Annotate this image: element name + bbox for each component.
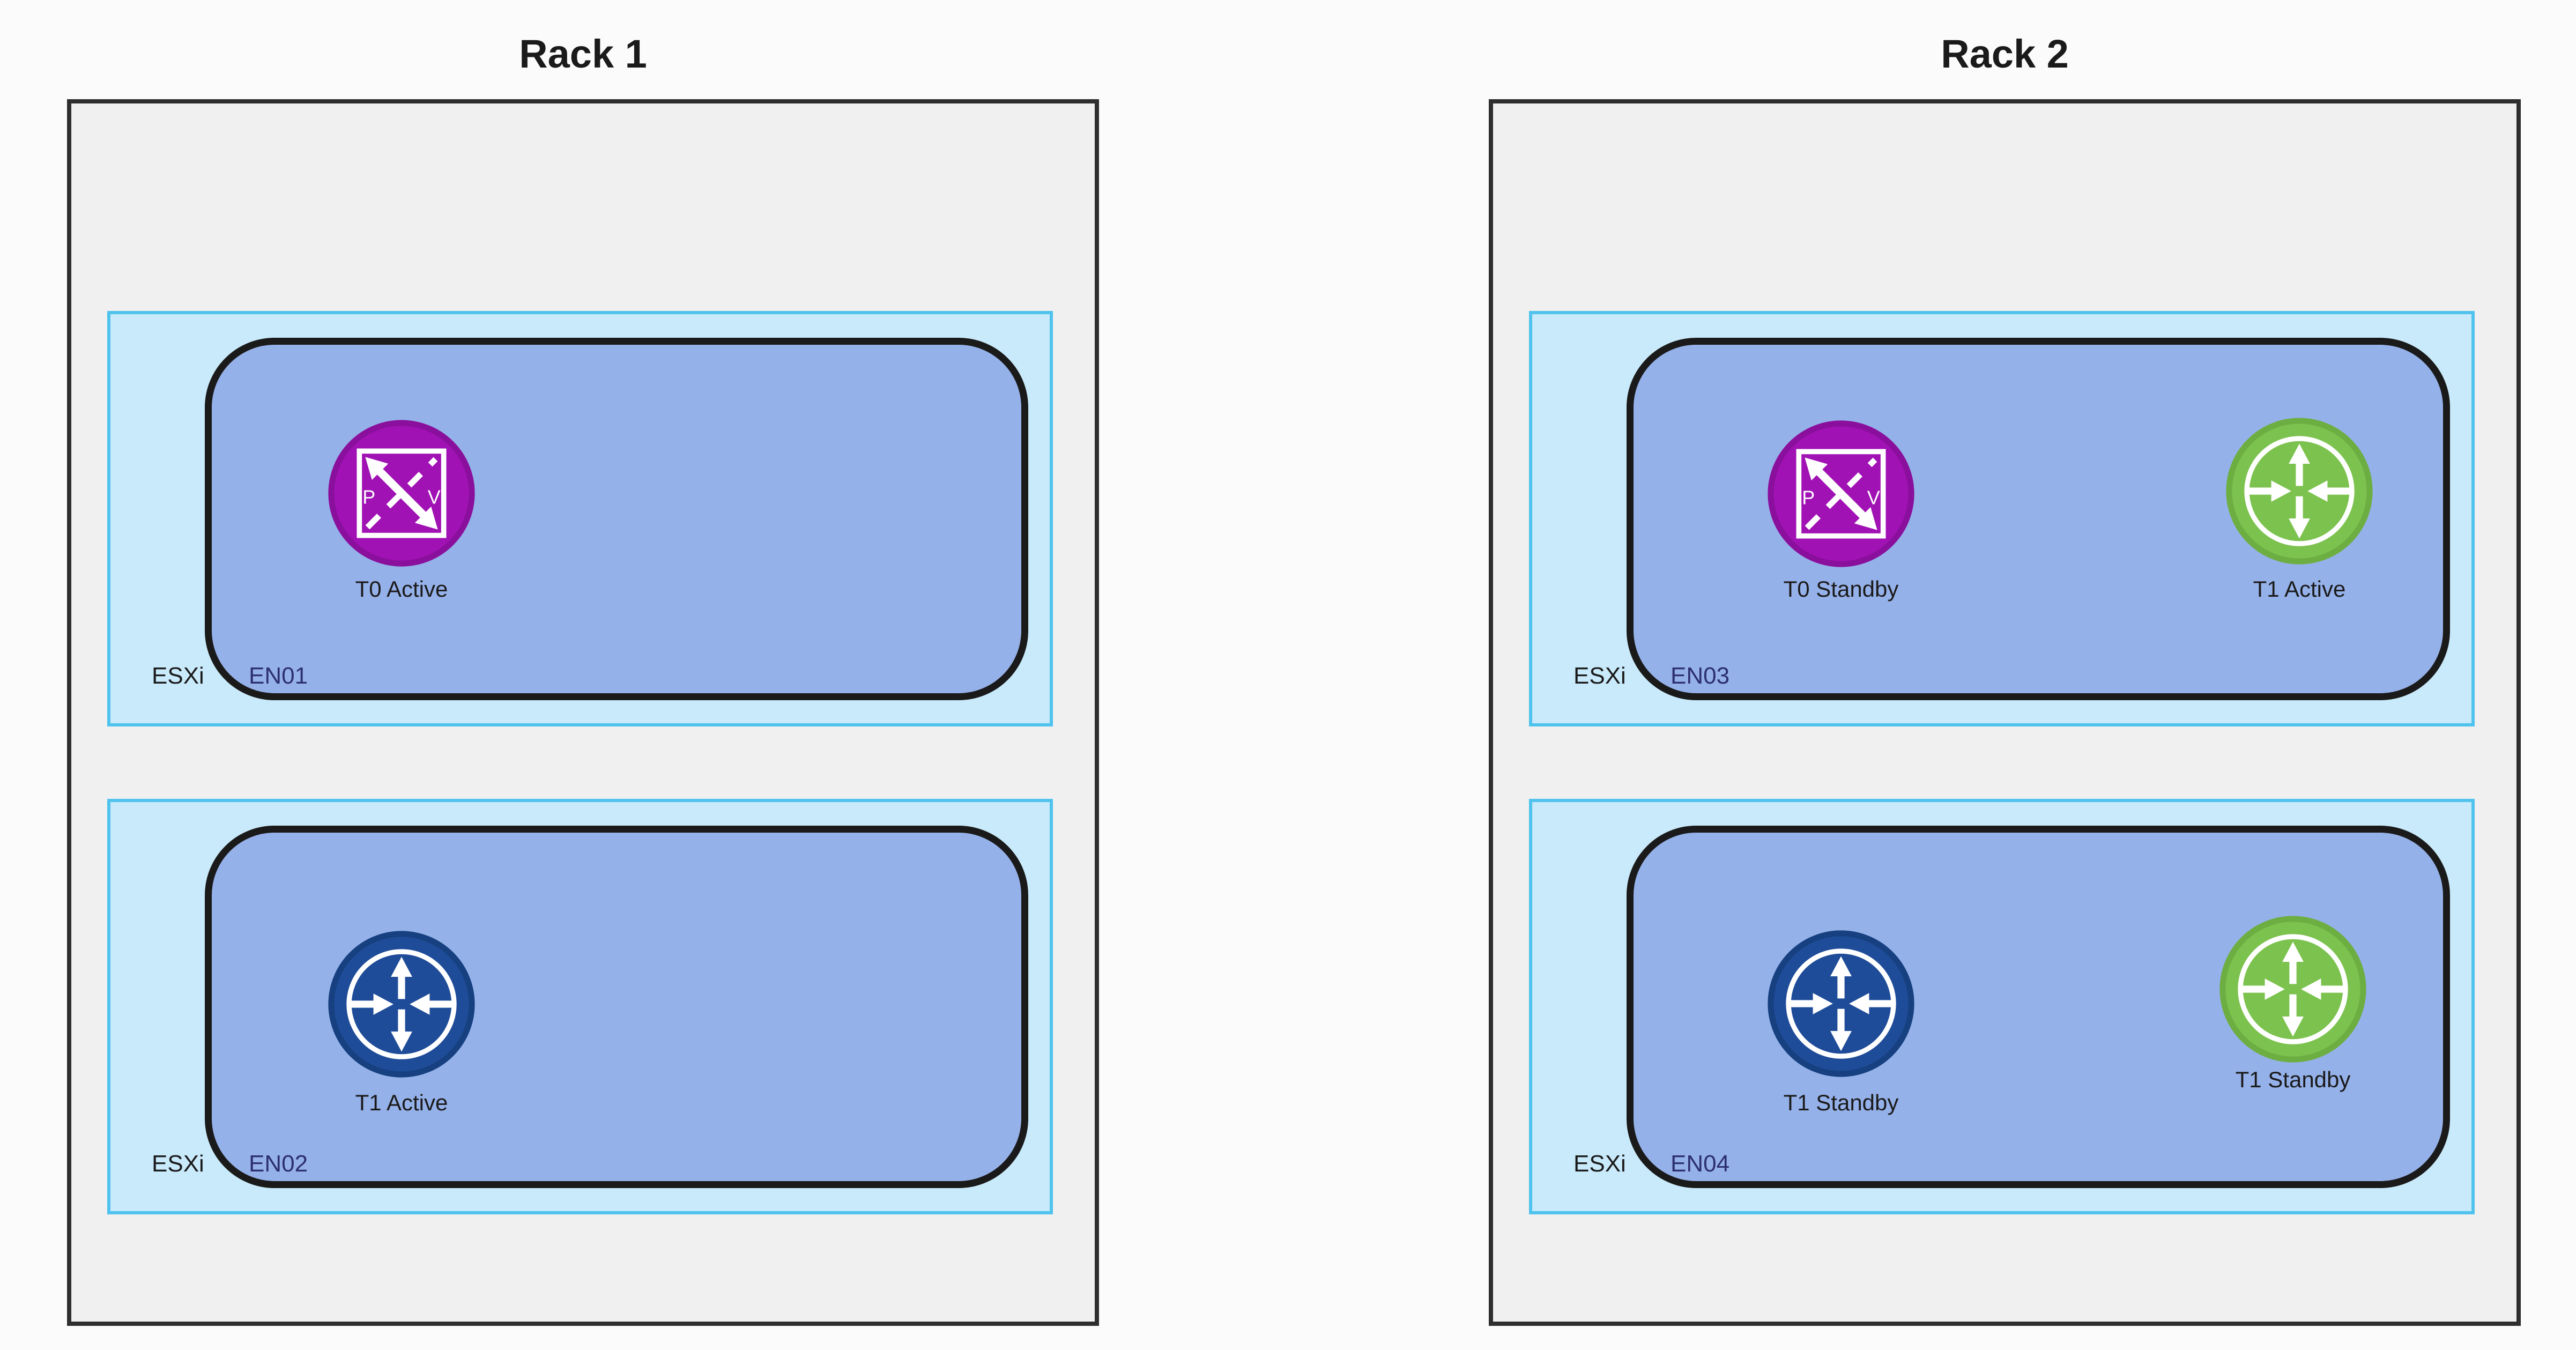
esxi-host-en04: ESXi EN04 T1 Standby T1 Standby xyxy=(1529,799,2475,1214)
esxi-host-en01: ESXi EN01 T0 Active xyxy=(107,311,1053,726)
esxi-host-label: ESXi xyxy=(152,663,204,689)
edge-node-en01: EN01 T0 Active xyxy=(205,338,1028,700)
t0-gateway-icon xyxy=(1768,420,1914,567)
edge-node-label: EN03 xyxy=(1671,663,1730,689)
t1-router-icon xyxy=(2219,916,2366,1063)
esxi-host-label: ESXi xyxy=(152,1151,204,1177)
edge-node-en02: EN02 T1 Active xyxy=(205,826,1028,1188)
rack-1-title: Rack 1 xyxy=(519,32,647,76)
icon-label: T1 Active xyxy=(2253,576,2346,602)
rack-2-title: Rack 2 xyxy=(1941,32,2069,76)
rack-2: Rack 2 ESXi EN03 T0 Standby xyxy=(1489,33,2521,1326)
esxi-host-label: ESXi xyxy=(1573,1151,1626,1177)
esxi-host-en03: ESXi EN03 T0 Standby T1 Active xyxy=(1529,311,2475,726)
edge-node-en04: EN04 T1 Standby T1 Standby xyxy=(1627,826,2450,1188)
icon-label: T0 Active xyxy=(355,576,448,602)
edge-node-label: EN04 xyxy=(1671,1151,1730,1177)
icon-label: T0 Standby xyxy=(1783,576,1899,602)
icon-label: T1 Active xyxy=(355,1090,448,1115)
esxi-host-en02: ESXi EN02 T1 Active xyxy=(107,799,1053,1214)
icon-label: T1 Standby xyxy=(1783,1090,1899,1115)
edge-node-en03: EN03 T0 Standby T1 Active xyxy=(1627,338,2450,700)
t0-gateway-icon xyxy=(328,420,475,567)
rack-1: Rack 1 ESXi EN01 T0 Active ESXi EN02 xyxy=(67,33,1099,1326)
esxi-host-label: ESXi xyxy=(1573,663,1626,689)
t1-router-icon xyxy=(1768,930,1914,1077)
t1-router-icon xyxy=(328,931,475,1078)
edge-node-label: EN02 xyxy=(249,1151,308,1177)
icon-label: T1 Standby xyxy=(2235,1067,2351,1092)
edge-node-label: EN01 xyxy=(249,663,308,689)
t1-router-icon xyxy=(2226,418,2373,565)
